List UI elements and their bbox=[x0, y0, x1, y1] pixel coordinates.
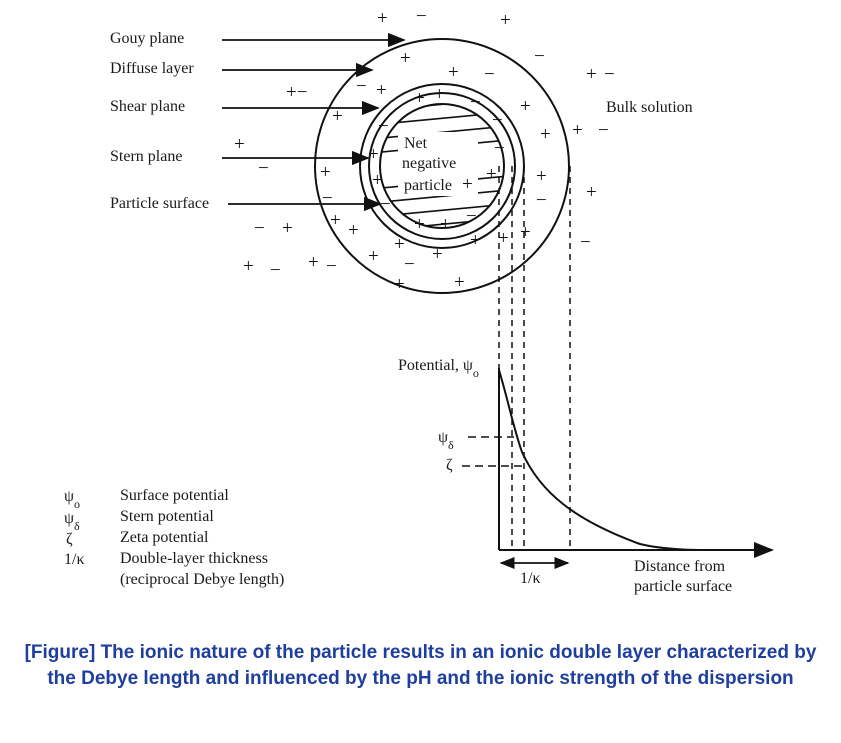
double-layer-diagram: Net negative particle Gouy plane Diffuse… bbox=[64, 6, 774, 595]
legend-symbol-stern: ψδ bbox=[64, 510, 80, 533]
svg-text:+: + bbox=[332, 106, 343, 127]
dashed-guides bbox=[498, 166, 571, 550]
legend-symbol-surface: ψo bbox=[64, 488, 80, 511]
particle-surface-label: Particle surface bbox=[110, 195, 209, 212]
svg-text:+: + bbox=[320, 162, 331, 183]
ions: +−+ ++− −+− +−−+ +++ +− +−+ ++− −++ −+− … bbox=[234, 6, 615, 295]
svg-text:+: + bbox=[414, 214, 425, 235]
svg-text:+: + bbox=[500, 10, 511, 31]
svg-text:−: − bbox=[378, 116, 389, 137]
legend-text-debye-note: (reciprocal Debye length) bbox=[120, 571, 284, 588]
svg-text:−: − bbox=[380, 194, 391, 215]
svg-text:+: + bbox=[448, 62, 459, 83]
svg-text:−: − bbox=[258, 158, 269, 179]
psi-delta-mark: ψδ bbox=[438, 429, 454, 452]
potential-axis-label: Potential, ψo bbox=[398, 357, 479, 380]
svg-text:+: + bbox=[432, 244, 443, 265]
svg-text:+: + bbox=[440, 214, 451, 235]
svg-text:−: − bbox=[494, 138, 505, 159]
stern-plane-label: Stern plane bbox=[110, 148, 182, 165]
figure-caption: [Figure] The ionic nature of the particl… bbox=[24, 642, 817, 689]
svg-text:+: + bbox=[470, 230, 481, 251]
svg-text:−: − bbox=[322, 188, 333, 209]
svg-text:+: + bbox=[454, 272, 465, 293]
svg-text:+: + bbox=[243, 256, 254, 277]
distance-label-line1: Distance from bbox=[634, 558, 726, 575]
particle-label-line3: particle bbox=[404, 177, 452, 194]
svg-text:+: + bbox=[536, 166, 547, 187]
diffuse-layer-label: Diffuse layer bbox=[110, 60, 194, 77]
svg-text:−: − bbox=[466, 206, 477, 227]
svg-text:+: + bbox=[377, 8, 388, 29]
zeta-mark: ζ bbox=[446, 457, 453, 474]
svg-text:+: + bbox=[434, 84, 445, 105]
svg-text:+: + bbox=[540, 124, 551, 145]
gouy-plane-label: Gouy plane bbox=[110, 30, 184, 47]
svg-text:−: − bbox=[470, 92, 481, 113]
svg-text:+: + bbox=[414, 88, 425, 109]
distance-label-line2: particle surface bbox=[634, 578, 732, 595]
particle-label-line1: Net bbox=[404, 135, 428, 152]
svg-text:−: − bbox=[404, 254, 415, 275]
svg-text:−: − bbox=[254, 218, 265, 239]
svg-text:+: + bbox=[586, 64, 597, 85]
legend-text-zeta: Zeta potential bbox=[120, 529, 209, 546]
svg-text:+: + bbox=[486, 164, 497, 185]
gouy-plane-circle bbox=[314, 38, 570, 294]
svg-text:+: + bbox=[394, 274, 405, 295]
svg-text:+: + bbox=[348, 220, 359, 241]
svg-text:−: − bbox=[492, 110, 503, 131]
debye-length-label: 1/κ bbox=[520, 570, 541, 587]
shear-plane-label: Shear plane bbox=[110, 98, 185, 115]
legend: ψo Surface potential ψδ Stern potential … bbox=[64, 487, 284, 588]
svg-text:+: + bbox=[400, 48, 411, 69]
svg-text:+: + bbox=[368, 246, 379, 267]
legend-text-debye: Double-layer thickness bbox=[120, 550, 268, 567]
svg-text:+: + bbox=[234, 134, 245, 155]
svg-text:+: + bbox=[586, 182, 597, 203]
svg-text:+: + bbox=[330, 210, 341, 231]
svg-text:+: + bbox=[498, 228, 509, 249]
svg-text:+: + bbox=[394, 234, 405, 255]
svg-text:−: − bbox=[270, 260, 281, 281]
svg-text:−: − bbox=[484, 64, 495, 85]
svg-text:−: − bbox=[356, 76, 367, 97]
svg-text:+: + bbox=[372, 170, 383, 191]
svg-text:+: + bbox=[572, 120, 583, 141]
svg-text:+: + bbox=[376, 80, 387, 101]
svg-text:−: − bbox=[534, 46, 545, 67]
svg-text:+: + bbox=[520, 96, 531, 117]
svg-text:−: − bbox=[598, 120, 609, 141]
bulk-solution-label: Bulk solution bbox=[606, 99, 693, 116]
legend-text-stern: Stern potential bbox=[120, 508, 214, 525]
svg-text:+: + bbox=[368, 144, 379, 165]
legend-symbol-debye: 1/κ bbox=[64, 551, 85, 568]
svg-text:−: − bbox=[580, 232, 591, 253]
svg-text:−: − bbox=[416, 6, 427, 27]
legend-text-surface: Surface potential bbox=[120, 487, 229, 504]
svg-text:−: − bbox=[326, 256, 337, 277]
svg-text:+−: +− bbox=[286, 82, 307, 103]
svg-text:+: + bbox=[282, 218, 293, 239]
legend-symbol-zeta: ζ bbox=[66, 531, 73, 548]
potential-decay-curve bbox=[498, 369, 701, 551]
particle-label-line2: negative bbox=[402, 155, 456, 172]
svg-text:+: + bbox=[308, 252, 319, 273]
stern-plane-circle bbox=[368, 92, 516, 240]
svg-text:−: − bbox=[536, 190, 547, 211]
svg-text:+: + bbox=[462, 174, 473, 195]
svg-text:−: − bbox=[604, 64, 615, 85]
svg-text:+: + bbox=[520, 222, 531, 243]
